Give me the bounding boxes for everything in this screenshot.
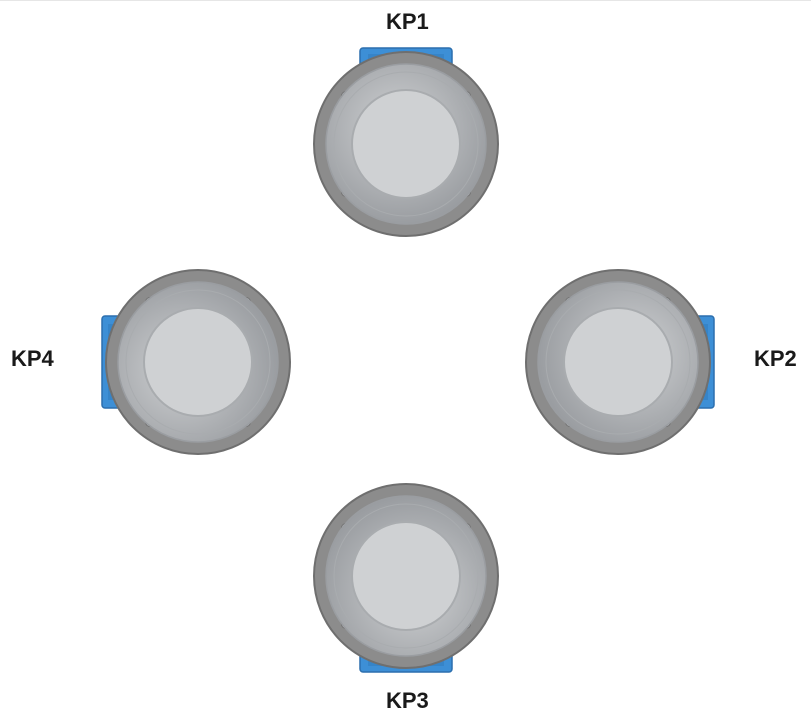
top-divider: [0, 0, 811, 1]
end-cap: [143, 307, 253, 417]
motor-body: [313, 483, 499, 673]
motor-kp2: [518, 262, 718, 462]
motor-kp3: [306, 476, 506, 676]
end-cap: [351, 521, 461, 631]
motor-graphic: [525, 269, 715, 455]
motor-graphic: [313, 47, 499, 237]
motor-kp1: [306, 44, 506, 244]
cowl-rim: [333, 71, 479, 217]
motor-kp4: [98, 262, 298, 462]
cowl-rim: [125, 289, 271, 435]
cowl-rim: [333, 503, 479, 649]
end-cap: [351, 89, 461, 199]
label-kp4: KP4: [11, 346, 54, 371]
motor-graphic: [313, 483, 499, 673]
label-kp3: KP3: [386, 688, 429, 713]
motor-body: [101, 269, 291, 455]
motor-body: [313, 47, 499, 237]
label-kp1: KP1: [386, 9, 429, 34]
motor-body: [525, 269, 715, 455]
label-kp2: KP2: [754, 346, 797, 371]
motor-graphic: [101, 269, 291, 455]
end-cap: [563, 307, 673, 417]
cowl-rim: [545, 289, 691, 435]
